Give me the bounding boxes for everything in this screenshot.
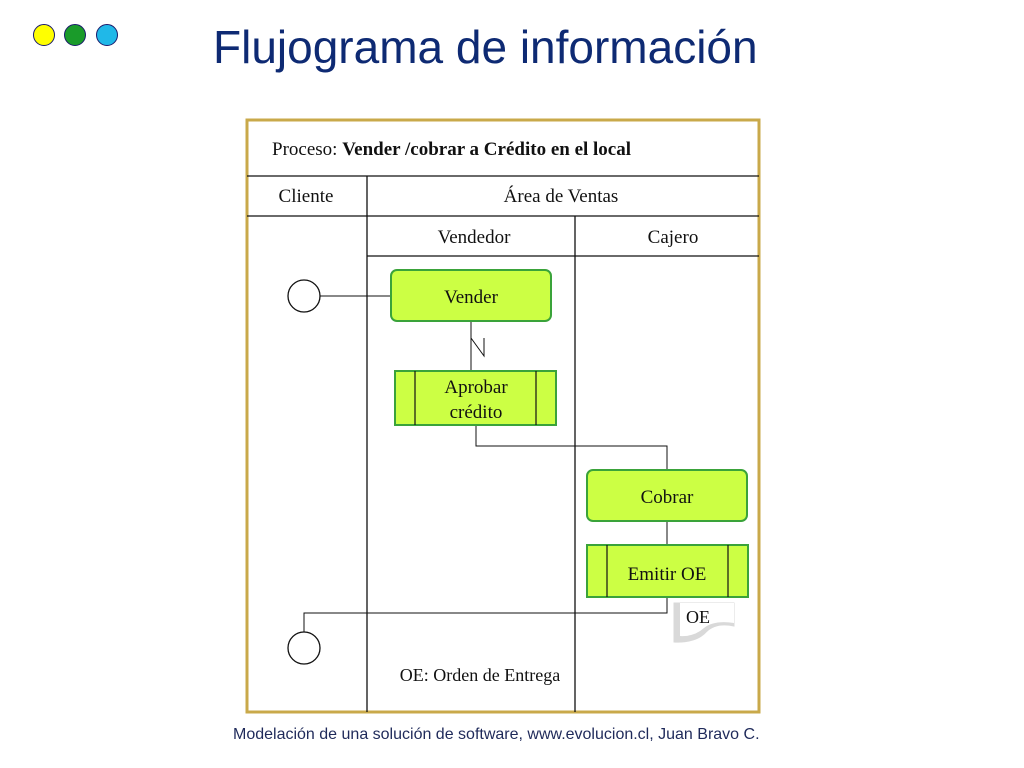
green-dot-icon (64, 24, 86, 46)
sublane-label-vendedor: Vendedor (438, 227, 511, 248)
footer-text: Modelación de una solución de software, … (233, 726, 760, 743)
subprocess-emitir-label: Emitir OE (628, 564, 707, 585)
slide-title: Flujograma de información (213, 21, 758, 73)
process-box-vender-label: Vender (444, 287, 498, 308)
end-terminator (287, 631, 321, 665)
subprocess-box-emitir (586, 544, 749, 598)
process-box-cobrar (586, 469, 748, 522)
lane-label-cliente: Cliente (279, 186, 334, 207)
start-terminator (287, 279, 321, 313)
process-box-cobrar-label: Cobrar (641, 487, 694, 508)
lane-label-area-ventas: Área de Ventas (504, 185, 619, 207)
sublane-label-cajero: Cajero (648, 227, 699, 248)
yellow-dot-icon (33, 24, 55, 46)
process-box-vender (390, 269, 552, 322)
subprocess-aprobar-label-line2: crédito (450, 402, 503, 423)
connector-vender-to-aprobar (470, 321, 485, 371)
legend-note: OE: Orden de Entrega (400, 665, 560, 685)
document-oe-label: OE (686, 607, 710, 627)
blue-dot-icon (96, 24, 118, 46)
connector-aprobar-to-cobrar (475, 425, 668, 470)
subprocess-aprobar-label-line1: Aprobar (444, 377, 508, 398)
document-shape-oe-face (680, 603, 734, 637)
subprocess-box-aprobar (394, 370, 557, 426)
process-title: Proceso: Vender /cobrar a Crédito en el … (272, 139, 631, 160)
connector-emitir-to-end (303, 597, 668, 632)
